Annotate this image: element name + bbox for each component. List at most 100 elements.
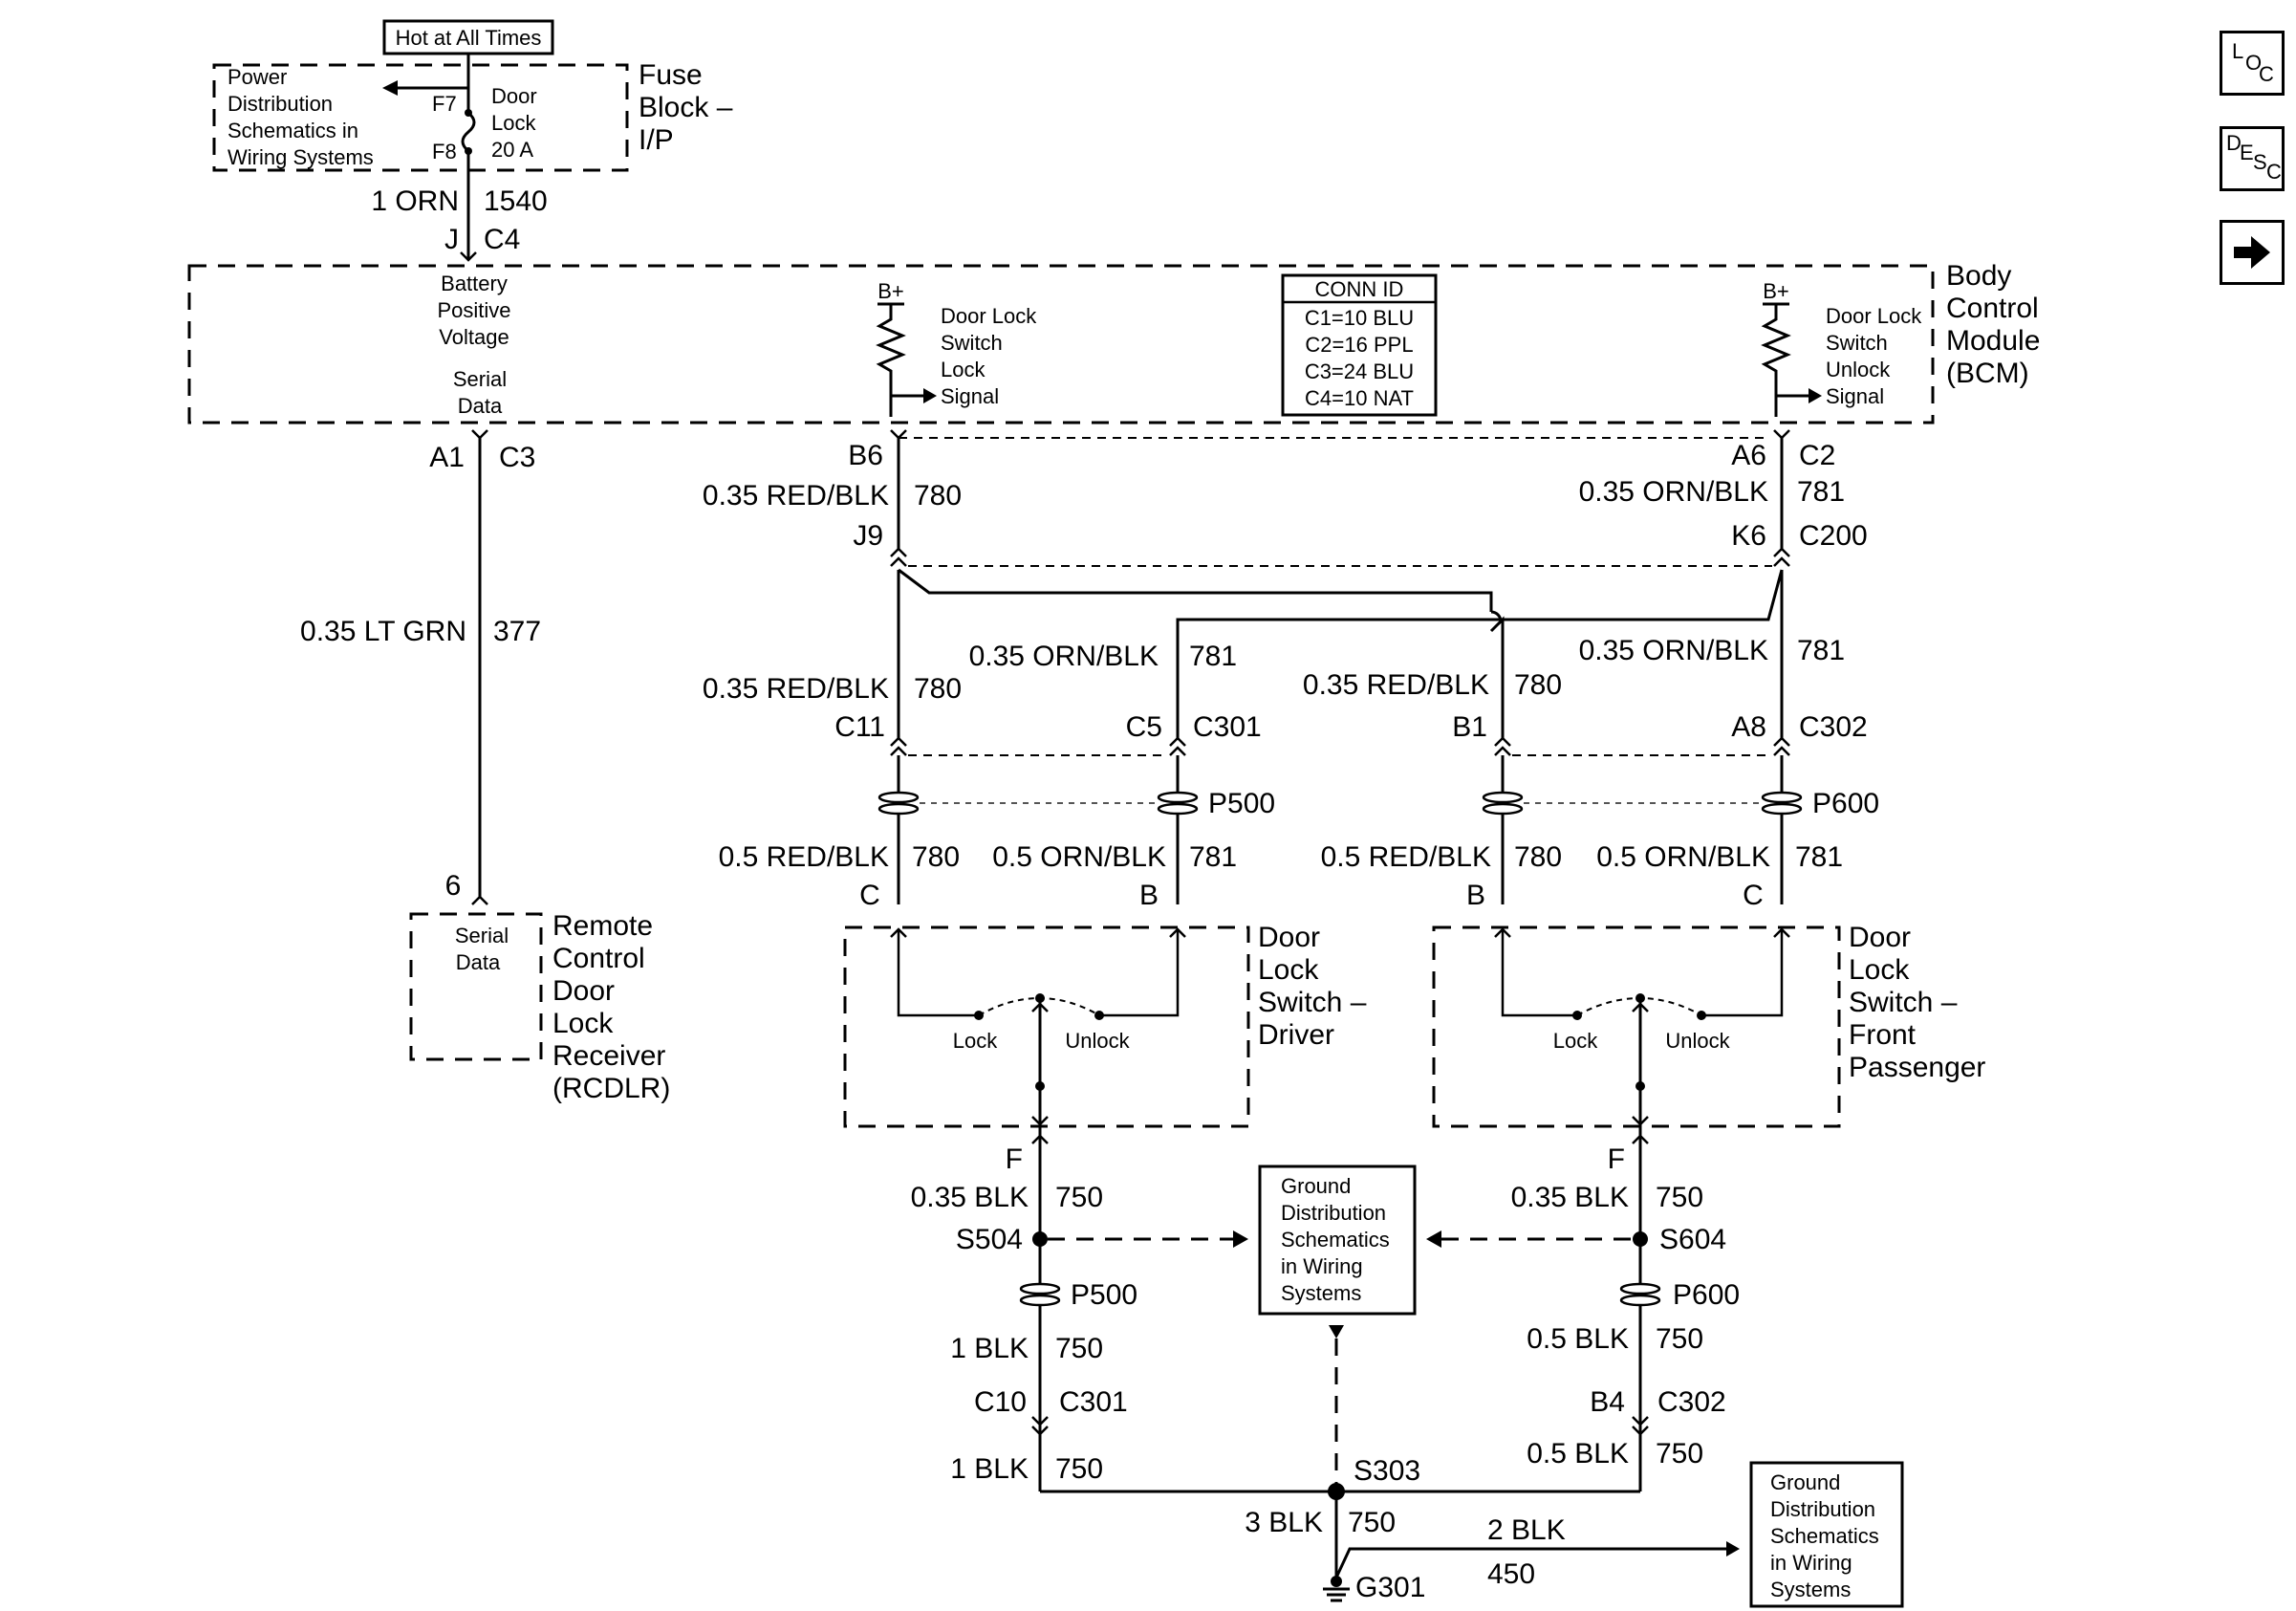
svg-text:B: B (1139, 880, 1159, 911)
svg-text:F: F (1608, 1143, 1625, 1175)
svg-text:B+: B+ (877, 279, 904, 303)
svg-text:J9: J9 (853, 520, 883, 552)
svg-text:Data: Data (458, 394, 503, 418)
driver-branch: 0.35 ORN/BLK 781 0.35 RED/BLK 780 C11 C5… (703, 641, 1275, 911)
svg-text:A1: A1 (429, 442, 465, 473)
svg-text:Serial: Serial (455, 924, 509, 947)
svg-text:in Wiring: in Wiring (1281, 1254, 1363, 1278)
svg-text:Lock: Lock (1258, 954, 1319, 986)
svg-text:A6: A6 (1731, 440, 1766, 471)
svg-text:1 BLK: 1 BLK (950, 1333, 1029, 1364)
power-distribution-reference: Power Distribution Schematics in Wiring … (227, 65, 374, 169)
passenger-branch: 0.35 ORN/BLK 781 0.35 RED/BLK 780 B1 A8 … (1303, 635, 1879, 911)
bcm-outline (187, 264, 1935, 425)
svg-text:Control: Control (552, 943, 645, 974)
svg-text:K6: K6 (1731, 520, 1766, 552)
passenger-switch-outline (1432, 925, 1841, 1128)
next-button[interactable] (2220, 220, 2285, 285)
driver-switch-outline (843, 925, 1250, 1128)
unlock-pullup-resistor-icon (1761, 304, 1791, 417)
plug-p500-label: P500 (1208, 788, 1275, 819)
location-button[interactable]: L O C (2220, 31, 2285, 96)
description-button[interactable]: D E S C (2220, 126, 2285, 191)
ground-symbol-icon (1323, 1587, 1350, 1602)
hot-at-all-times-label: Hot at All Times (396, 26, 542, 50)
svg-text:3 BLK: 3 BLK (1245, 1507, 1323, 1538)
body-control-module: Battery Positive Voltage Serial Data B+ … (187, 260, 2040, 425)
svg-text:Lock: Lock (953, 1029, 998, 1053)
svg-text:C10: C10 (974, 1386, 1027, 1418)
svg-text:Signal: Signal (1826, 384, 1884, 408)
right-arrow-icon (2234, 236, 2270, 269)
svg-text:Driver: Driver (1258, 1019, 1334, 1051)
svg-text:750: 750 (1055, 1333, 1103, 1364)
lock-pullup-resistor-icon (876, 304, 906, 417)
remote-control-door-lock-receiver: Serial Data Remote Control Door Lock Rec… (409, 910, 670, 1104)
svg-text:0.35 LT GRN: 0.35 LT GRN (300, 616, 466, 647)
svg-text:Distribution: Distribution (1770, 1497, 1875, 1521)
svg-text:750: 750 (1656, 1323, 1703, 1355)
svg-text:0.35 BLK: 0.35 BLK (1511, 1182, 1629, 1213)
unlock-wire-781: A6 C2 0.35 ORN/BLK 781 K6 C200 (1579, 428, 1868, 568)
svg-text:Lock: Lock (1553, 1029, 1598, 1053)
svg-text:1540: 1540 (484, 185, 548, 217)
svg-text:Lock: Lock (1849, 954, 1910, 986)
svg-text:C302: C302 (1657, 1386, 1726, 1418)
svg-text:Unlock: Unlock (1665, 1029, 1730, 1053)
splice-s604 (1633, 1231, 1648, 1247)
svg-text:P500: P500 (1071, 1279, 1137, 1311)
svg-text:0.5 RED/BLK: 0.5 RED/BLK (1321, 841, 1491, 873)
svg-text:0.35 BLK: 0.35 BLK (911, 1182, 1029, 1213)
fuse-f8-label: F8 (432, 140, 457, 163)
svg-text:in Wiring: in Wiring (1770, 1551, 1852, 1575)
svg-text:0.35 RED/BLK: 0.35 RED/BLK (703, 673, 889, 705)
fuse-f7-label: F7 (432, 92, 457, 116)
svg-text:(RCDLR): (RCDLR) (552, 1073, 670, 1104)
svg-text:781: 781 (1189, 641, 1237, 672)
svg-text:A8: A8 (1731, 711, 1766, 743)
main-ground: S303 3 BLK 750 2 BLK 450 G301 (1245, 1455, 1740, 1603)
svg-text:Switch –: Switch – (1849, 987, 1958, 1018)
svg-text:Systems: Systems (1770, 1578, 1851, 1601)
svg-text:Systems: Systems (1281, 1281, 1361, 1305)
door-lock-switch-passenger: Lock Unlock Door Lock Switch – Front Pas… (1432, 922, 1985, 1143)
fuse-name: Door (491, 84, 537, 108)
ground-distribution-reference-right: Ground Distribution Schematics in Wiring… (1749, 1461, 1904, 1608)
svg-text:Module: Module (1946, 325, 2040, 357)
svg-text:Distribution: Distribution (227, 92, 333, 116)
fuse-symbol-icon (461, 111, 476, 153)
svg-text:0.35 ORN/BLK: 0.35 ORN/BLK (1579, 635, 1768, 666)
svg-text:Switch: Switch (941, 331, 1003, 355)
rcdlr-outline (409, 912, 543, 1061)
svg-text:781: 781 (1797, 476, 1845, 508)
svg-text:B6: B6 (848, 440, 883, 471)
svg-text:C2=16 PPL: C2=16 PPL (1305, 333, 1413, 357)
svg-text:6: 6 (445, 870, 462, 902)
svg-text:Distribution: Distribution (1281, 1201, 1386, 1225)
bcm-title: Body (1946, 260, 2011, 292)
svg-text:B1: B1 (1452, 711, 1487, 743)
svg-text:S303: S303 (1354, 1455, 1420, 1487)
svg-text:Serial: Serial (453, 367, 507, 391)
door-lock-switch-driver: Lock Unlock Door Lock Switch – Driver (843, 922, 1367, 1143)
svg-text:750: 750 (1656, 1182, 1703, 1213)
svg-text:Ground: Ground (1281, 1174, 1351, 1198)
svg-text:0.5 BLK: 0.5 BLK (1527, 1323, 1629, 1355)
svg-text:Switch: Switch (1826, 331, 1888, 355)
conn-id-table (1281, 273, 1438, 417)
svg-text:S504: S504 (956, 1224, 1023, 1255)
driver-switch-title: Door (1258, 922, 1320, 953)
svg-text:0.5 BLK: 0.5 BLK (1527, 1438, 1629, 1469)
svg-text:Ground: Ground (1770, 1470, 1840, 1494)
svg-text:780: 780 (914, 673, 962, 705)
fuse-block: Hot at All Times Power Distribution Sche… (212, 19, 733, 172)
svg-text:750: 750 (1055, 1182, 1103, 1213)
svg-text:Wiring Systems: Wiring Systems (227, 145, 374, 169)
svg-text:I/P: I/P (639, 124, 674, 156)
svg-text:B: B (1466, 880, 1485, 911)
svg-text:780: 780 (912, 841, 960, 873)
svg-text:750: 750 (1055, 1453, 1103, 1485)
plug-p600-label: P600 (1812, 788, 1879, 819)
svg-text:C2: C2 (1799, 440, 1835, 471)
svg-text:J: J (444, 224, 459, 255)
